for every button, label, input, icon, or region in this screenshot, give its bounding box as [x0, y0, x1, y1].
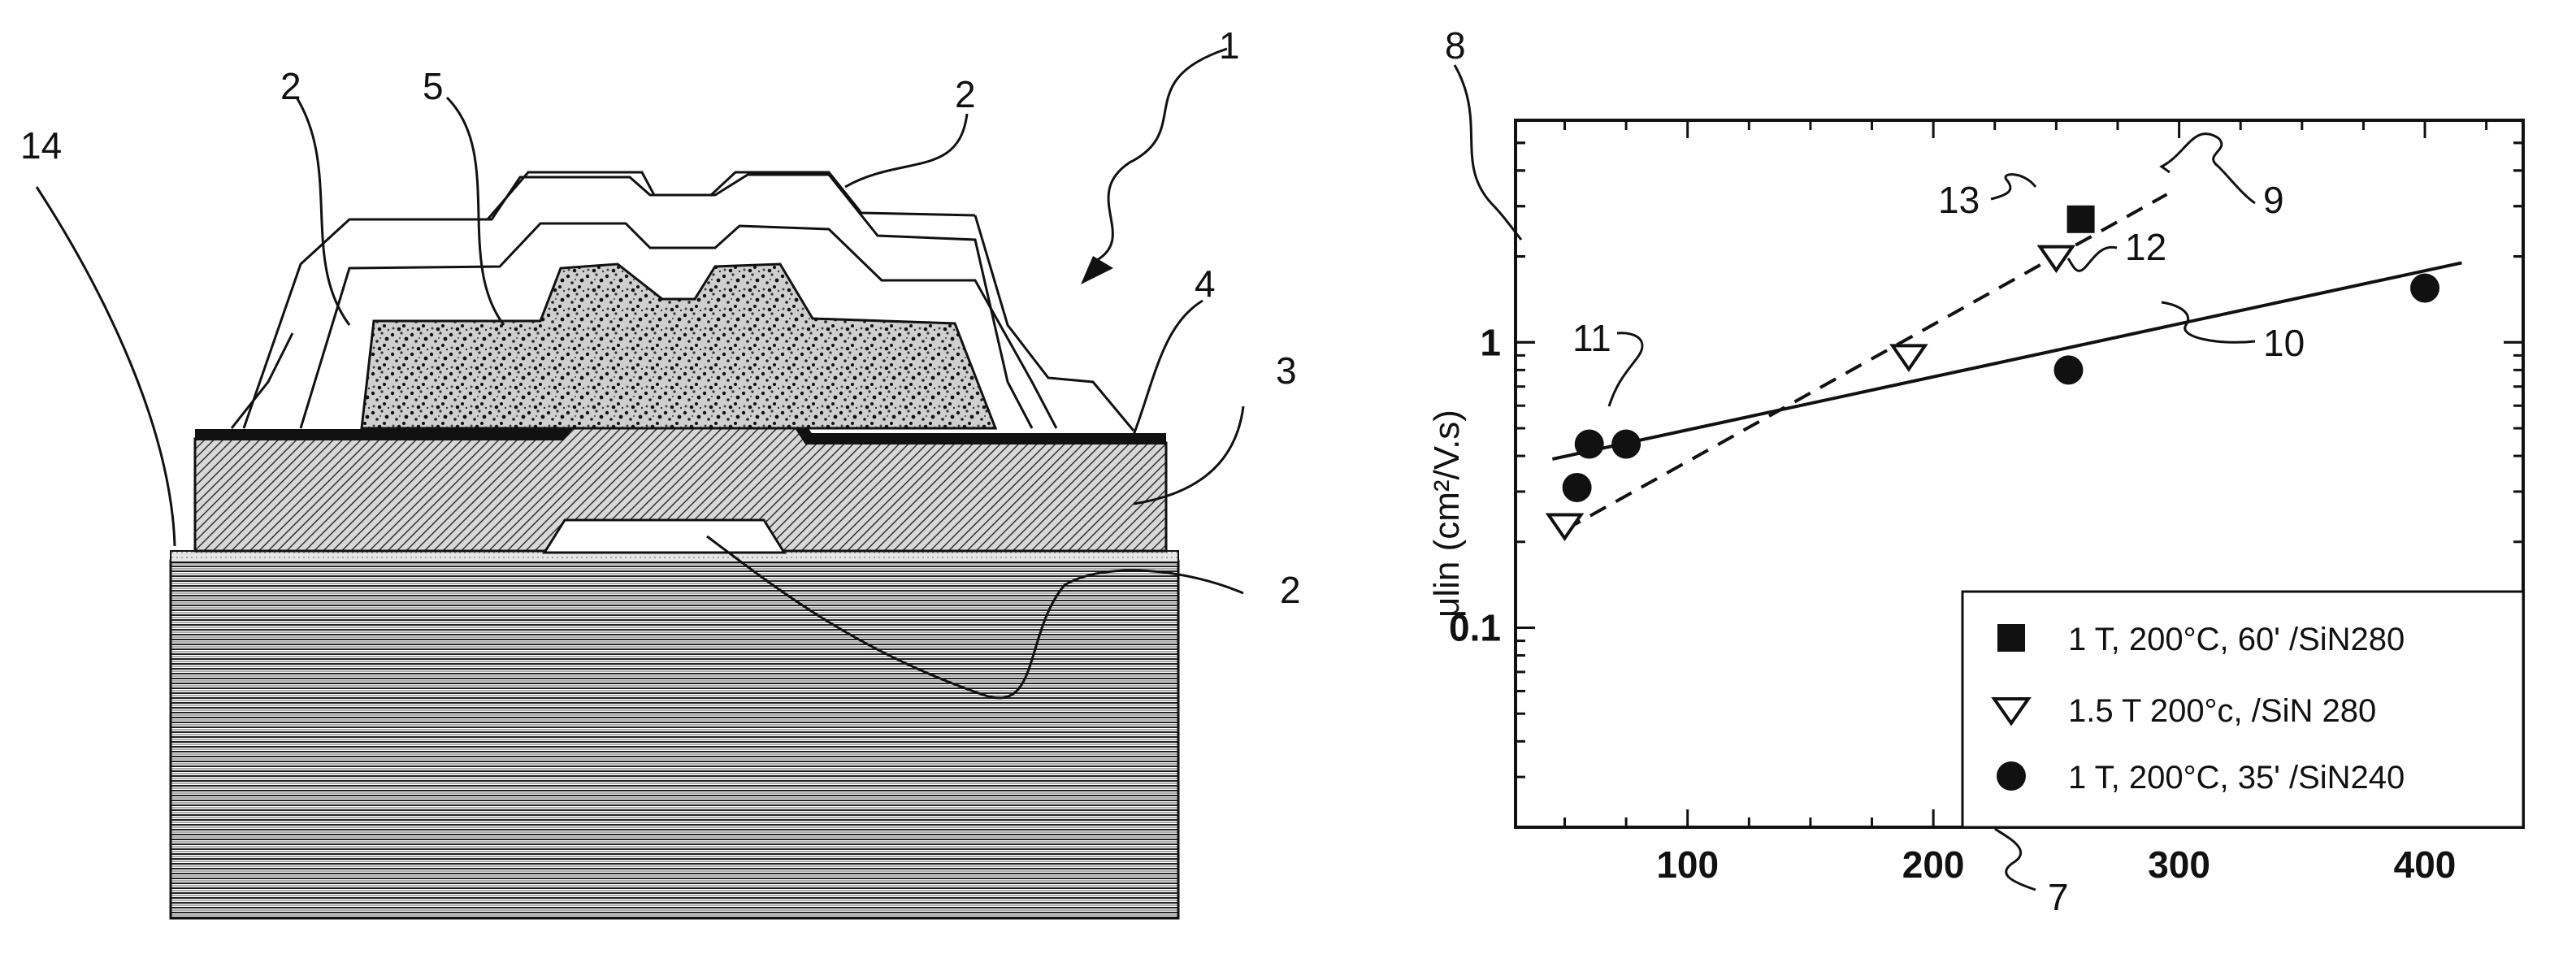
label-gate-insulator: 4 [1195, 262, 1216, 305]
fit-lines [1552, 194, 2461, 530]
ref-7-leader [1995, 829, 2036, 890]
label-dielectric: 3 [1276, 349, 1297, 392]
ref-label-12: 12 [2125, 226, 2166, 268]
x-tick-label: 400 [2394, 843, 2457, 886]
legend-marker-square [1997, 624, 2025, 652]
ref-8-leader [1455, 65, 1521, 240]
legend-marker-circle [1997, 761, 2026, 791]
label-2-right-leader [845, 114, 967, 187]
gate-electrode [544, 520, 784, 553]
label-1-arrowhead [1081, 256, 1113, 284]
data-point-triangle [1893, 345, 1925, 369]
ref-label-9: 9 [2263, 179, 2284, 221]
ref-12-leader [2068, 247, 2117, 271]
data-point-square [2067, 206, 2095, 233]
x-tick-label: 100 [1656, 843, 1719, 886]
data-point-triangle [1548, 514, 1581, 538]
y-axis-title: μlin (cm²/V.s) [1427, 410, 1467, 618]
label-gate-electrode: 2 [1280, 569, 1301, 611]
semiconductor-layer [362, 264, 995, 428]
label-contact-top-left: 2 [280, 65, 301, 107]
label-semiconductor: 5 [423, 65, 444, 107]
ref-label-10: 10 [2263, 322, 2305, 364]
data-point-circle [1575, 430, 1604, 459]
label-device: 1 [1219, 24, 1240, 67]
data-point-circle [2410, 273, 2439, 302]
legend-entry-0: 1 T, 200°C, 60' /SiN280 [2068, 622, 2405, 657]
legend-entry-2: 1 T, 200°C, 35' /SiN240 [2068, 760, 2405, 796]
x-tick-label: 300 [2148, 843, 2210, 886]
data-point-triangle [2040, 247, 2072, 271]
data-point-circle [1611, 430, 1641, 459]
ref-11-leader [1609, 333, 1642, 406]
mobility-chart: 1002003004000.11 μlin (cm²/V.s) 8 7 9 10… [1427, 24, 2523, 918]
contact-outline-left [232, 333, 293, 428]
label-14-leader [37, 187, 175, 546]
ref-label-7: 7 [2048, 876, 2069, 918]
x-tick-label: 200 [1902, 843, 1965, 886]
data-point-circle [2053, 355, 2083, 384]
label-1-leader [1097, 49, 1227, 260]
ref-9-leader [2162, 134, 2255, 203]
ref-13-leader [1991, 175, 2036, 199]
label-4-leader [1134, 301, 1203, 435]
ref-label-8: 8 [1445, 24, 1466, 67]
device-cross-section: 1 2 5 2 14 4 3 2 [20, 24, 1301, 918]
ref-label-13: 13 [1938, 179, 1980, 221]
ref-10-leader [2162, 302, 2255, 342]
data-point-circle [1563, 473, 1592, 502]
ref-label-11: 11 [1572, 317, 1611, 359]
legend-entry-1: 1.5 T 200°c, /SiN 280 [2068, 693, 2376, 729]
label-substrate: 14 [20, 124, 62, 167]
legend: 1 T, 200°C, 60' /SiN280 1.5 T 200°c, /Si… [1962, 592, 2523, 827]
y-tick-label: 1 [1480, 321, 1501, 363]
label-contact-top-right: 2 [955, 73, 976, 115]
solid-fit-line [1552, 262, 2461, 459]
data-points [1548, 206, 2439, 539]
substrate-layer [171, 561, 1178, 918]
